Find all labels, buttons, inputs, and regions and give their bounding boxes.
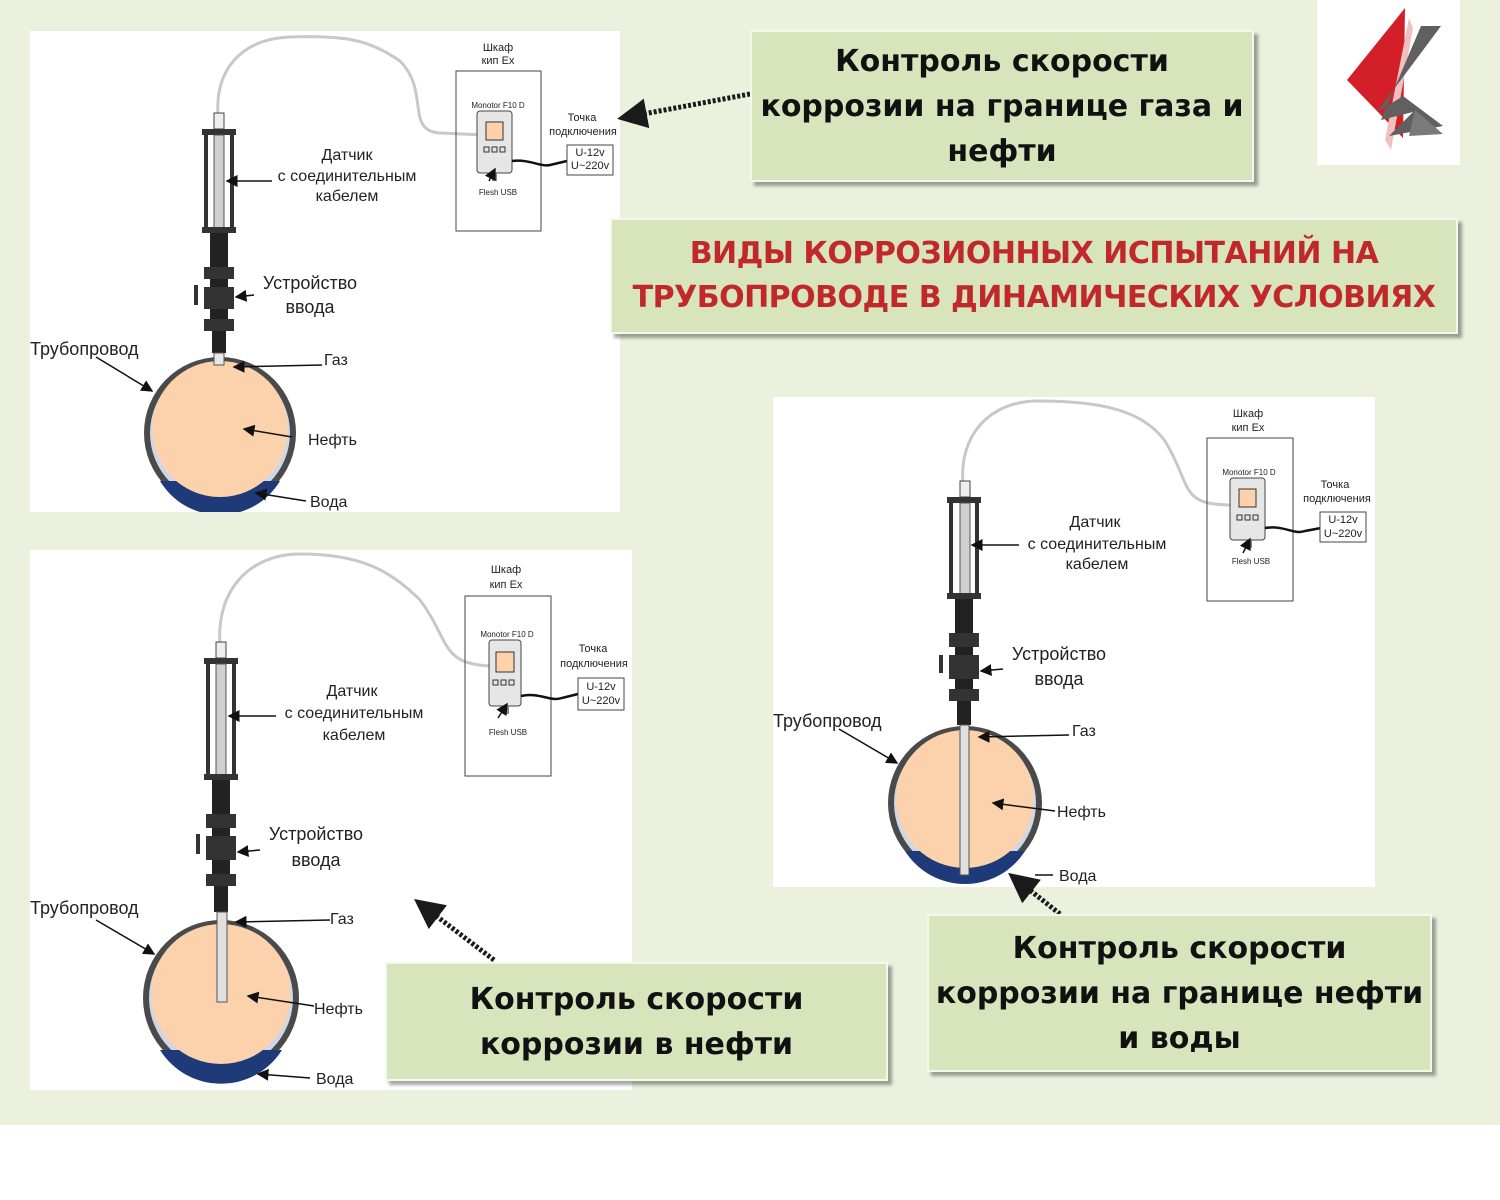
caption-gas-oil: Контроль скорости коррозии на границе га… [750, 30, 1254, 182]
pipeline-label: Трубопровод [30, 898, 139, 918]
sensor-label-line2: с соединительным [278, 168, 417, 185]
logo-mark-icon [1347, 8, 1443, 150]
diagram-panel-gas-oil: Шкаф кип Ex Monotor F10 D Flesh USB Точк… [30, 31, 620, 512]
connection-label-line2: подключения [549, 126, 617, 138]
sensor-label-line3: кабелем [316, 188, 379, 205]
arrow-oil [414, 898, 496, 962]
title-line-2: ТРУБОПРОВОДЕ В ДИНАМИЧЕСКИХ УСЛОВИЯХ [632, 280, 1436, 315]
voltage-label-2: U~220v [571, 160, 610, 172]
oil-label: Нефть [314, 1001, 363, 1018]
pipeline-label: Трубопровод [30, 339, 139, 359]
caption-oil-water-line1: Контроль скорости [1012, 930, 1347, 966]
cabinet-label-line1: Шкаф [1233, 408, 1263, 420]
diagram-panel-oil-water: Шкаф кип Ex Monotor F10 D Flesh USB Точк… [773, 397, 1375, 887]
company-logo [1317, 0, 1460, 165]
arrow-oil-water [1008, 872, 1062, 916]
voltage-label-1: U-12v [586, 681, 616, 693]
water-label: Вода [1059, 868, 1097, 885]
cabinet-label-line1: Шкаф [483, 42, 513, 54]
cabinet-label-line2: кип Ex [1232, 422, 1265, 434]
sensor-label-line3: кабелем [1066, 556, 1129, 573]
water-label: Вода [310, 494, 348, 511]
voltage-label-2: U~220v [582, 695, 621, 707]
oil-label: Нефть [1057, 804, 1106, 821]
usb-label: Flesh USB [479, 188, 517, 197]
connection-label-line1: Точка [1321, 479, 1351, 491]
voltage-label-2: U~220v [1324, 528, 1363, 540]
gas-label: Газ [1072, 723, 1096, 740]
caption-oil-water: Контроль скорости коррозии на границе не… [927, 914, 1432, 1072]
connection-label-line2: подключения [1303, 493, 1371, 505]
title-line-1: ВИДЫ КОРРОЗИОННЫХ ИСПЫТАНИЙ НА [689, 236, 1379, 271]
device-label-line2: ввода [1034, 669, 1084, 689]
device-label-line1: Устройство [269, 824, 363, 844]
oil-label: Нефть [308, 432, 357, 449]
caption-oil: Контроль скорости коррозии в нефти [385, 962, 888, 1081]
caption-oil-line2: коррозии в нефти [479, 1026, 794, 1062]
cabinet-label-line1: Шкаф [491, 564, 521, 576]
arrow-gas-oil [617, 91, 751, 129]
device-label-line2: ввода [285, 297, 335, 317]
usb-label: Flesh USB [489, 728, 527, 737]
sensor-label-line1: Датчик [1070, 514, 1122, 531]
cabinet-label-line2: кип Ex [490, 579, 523, 591]
usb-label: Flesh USB [1232, 557, 1270, 566]
voltage-label-1: U-12v [575, 147, 605, 159]
sensor-label-line1: Датчик [327, 683, 379, 700]
caption-gas-oil-line2: коррозии на границе газа и [760, 88, 1244, 124]
water-label: Вода [316, 1071, 354, 1088]
caption-oil-water-line3: и воды [1118, 1020, 1241, 1056]
connection-label-line1: Точка [568, 112, 598, 124]
device-label-line1: Устройство [263, 273, 357, 293]
cabinet-label-line2: кип Ex [482, 55, 515, 67]
sensor-label-line3: кабелем [323, 727, 386, 744]
slide-title: ВИДЫ КОРРОЗИОННЫХ ИСПЫТАНИЙ НА ТРУБОПРОВ… [610, 218, 1458, 334]
gas-label: Газ [330, 911, 354, 928]
device-label-line2: ввода [291, 850, 341, 870]
voltage-label-1: U-12v [1328, 514, 1358, 526]
monitor-label: Monotor F10 D [471, 101, 525, 110]
caption-oil-line1: Контроль скорости [469, 981, 804, 1017]
monitor-label: Monotor F10 D [480, 630, 534, 639]
sensor-label-line2: с соединительным [1028, 536, 1167, 553]
caption-gas-oil-line1: Контроль скорости [835, 43, 1169, 79]
sensor-label-line2: с соединительным [285, 705, 424, 722]
caption-gas-oil-line3: нефти [947, 133, 1057, 169]
device-label-line1: Устройство [1012, 644, 1106, 664]
pipeline-label: Трубопровод [773, 711, 882, 731]
gas-label: Газ [324, 352, 348, 369]
connection-label-line2: подключения [560, 658, 628, 670]
connection-label-line1: Точка [579, 643, 609, 655]
caption-oil-water-line2: коррозии на границе нефти [935, 975, 1424, 1011]
sensor-label-line1: Датчик [322, 147, 374, 164]
monitor-label: Monotor F10 D [1222, 468, 1276, 477]
